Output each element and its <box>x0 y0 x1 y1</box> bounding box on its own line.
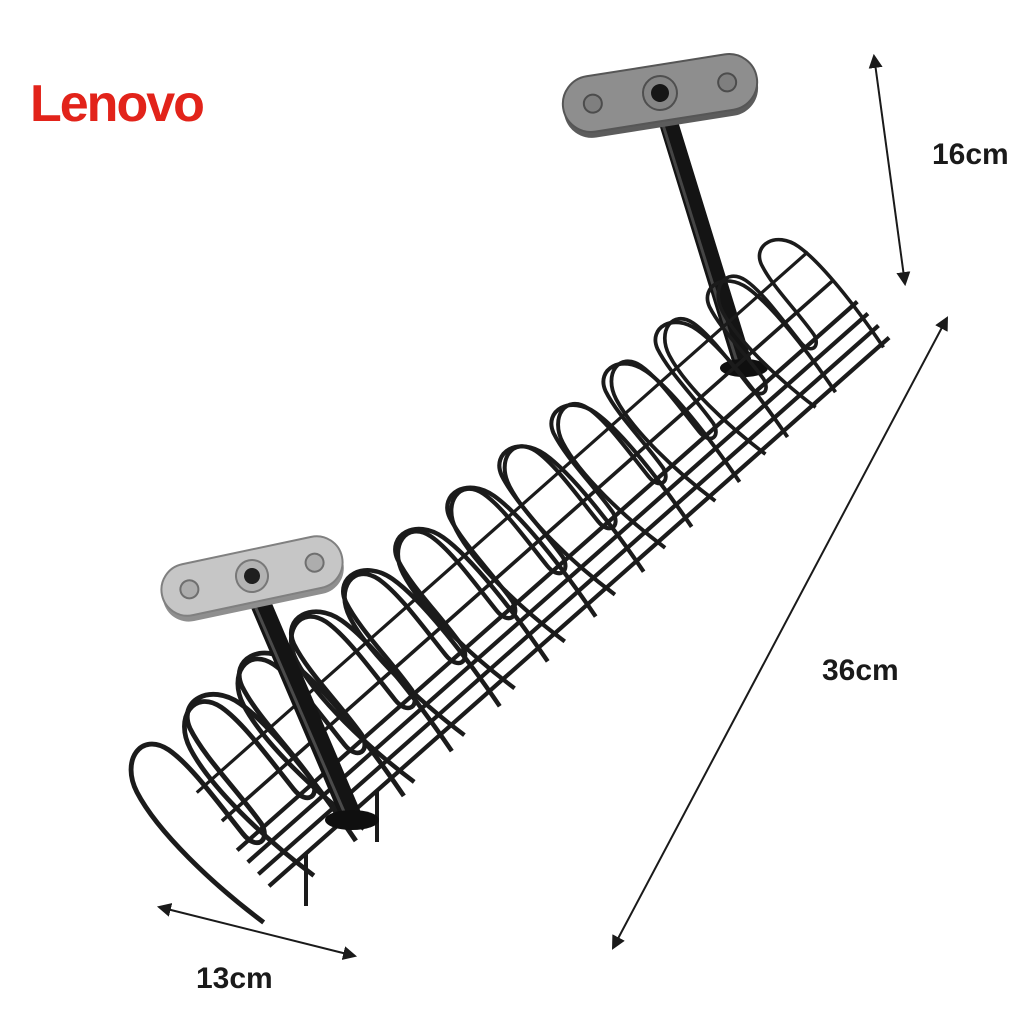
rear-bracket-plate <box>561 53 759 138</box>
dimension-line-16cm <box>868 53 911 287</box>
rear-screw-hole-left <box>582 93 603 114</box>
dimension-line-13cm <box>156 903 358 960</box>
dimension-label-16cm: 16cm <box>932 138 1009 171</box>
dimension-label-13cm: 13cm <box>196 962 273 995</box>
front-screw-hole-right <box>304 552 325 573</box>
rear-center-socket <box>651 84 669 102</box>
front-mount-bracket <box>160 535 379 830</box>
dimension-line-36cm <box>612 316 948 950</box>
dimension-annotations: 16cm 36cm 13cm <box>156 53 1009 995</box>
front-bracket-plate <box>160 535 344 622</box>
rear-screw-hole-right <box>717 72 738 93</box>
front-post-flange <box>325 810 379 830</box>
front-post-highlight <box>247 591 347 815</box>
front-center-socket <box>244 568 260 584</box>
lenovo-logo: Lenovo <box>30 75 205 133</box>
front-screw-hole-left <box>179 579 200 600</box>
dimension-label-36cm: 36cm <box>822 654 899 687</box>
front-bracket-post <box>243 577 363 829</box>
